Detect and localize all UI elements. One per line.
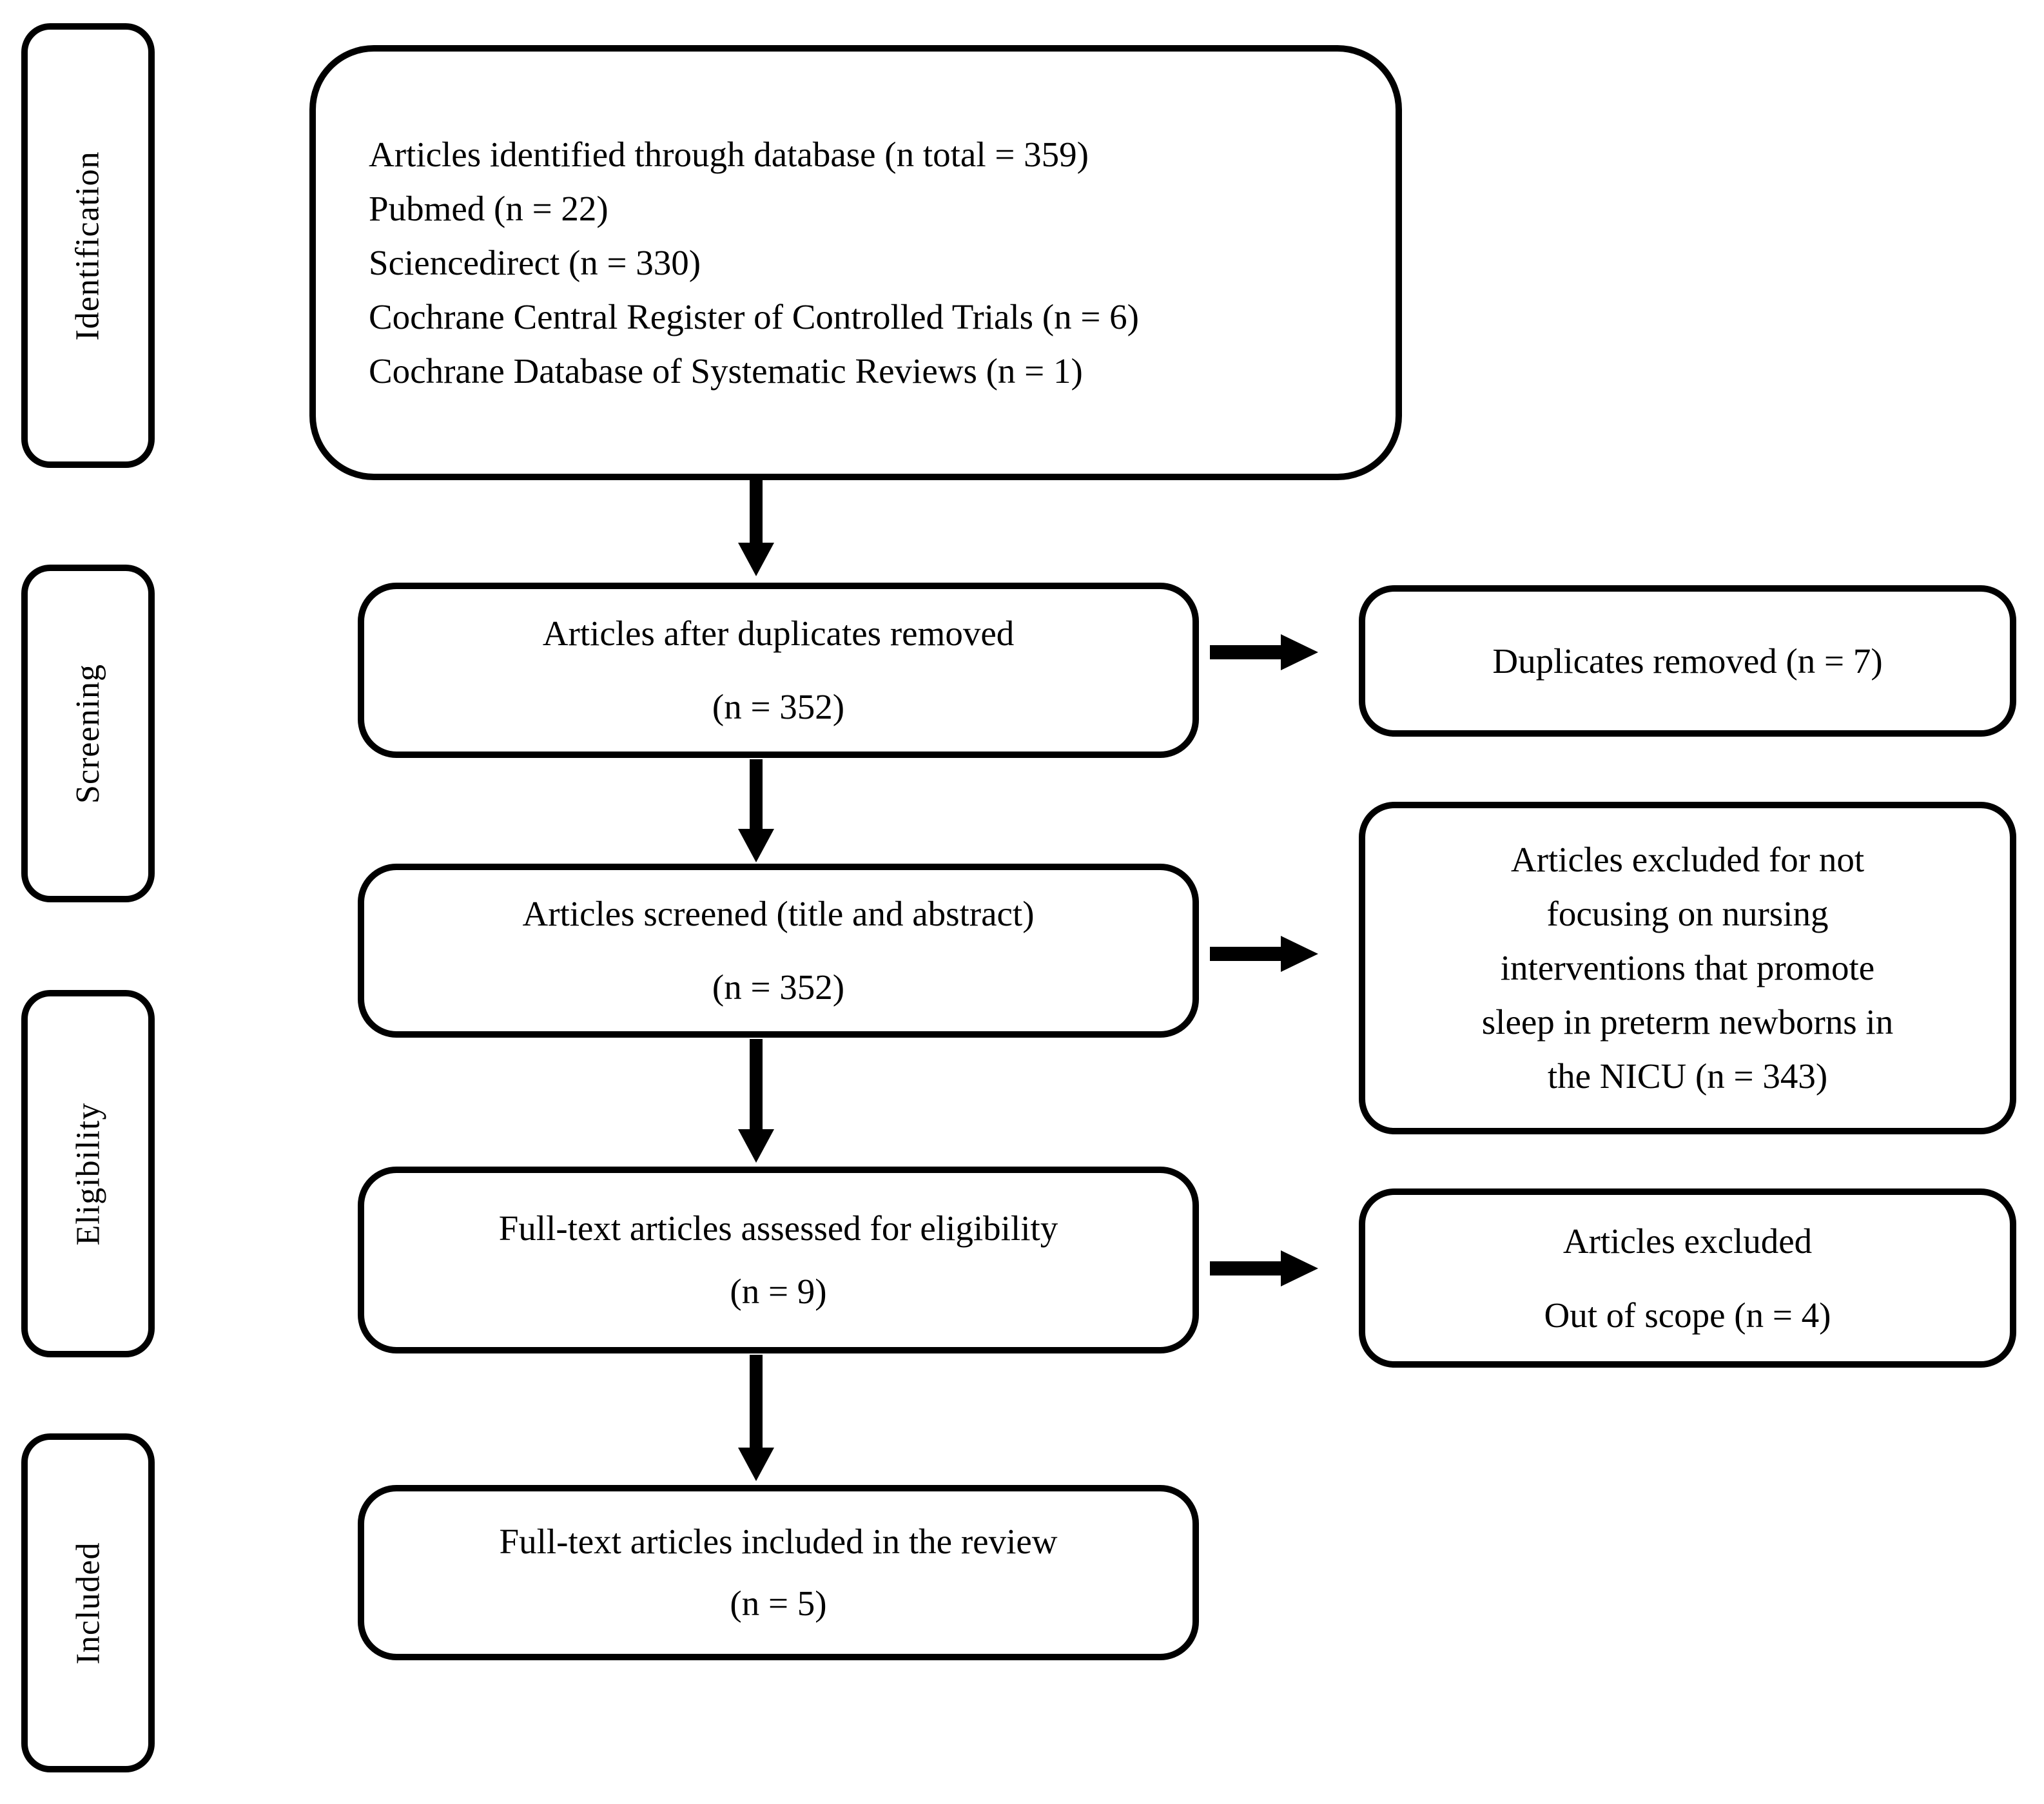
- box-excluded-fulltext: Articles excluded Out of scope (n = 4): [1359, 1188, 2016, 1368]
- arrow-stem: [1210, 1261, 1281, 1275]
- stage-label: Screening: [70, 663, 106, 804]
- box-articles-identified: Articles identified through database (n …: [309, 45, 1402, 480]
- right-arrow-icon: [1210, 634, 1318, 670]
- box-line: Articles excluded for not: [1510, 840, 1865, 879]
- down-arrow-icon: [738, 759, 774, 862]
- box-line: the NICU (n = 343): [1547, 1056, 1828, 1096]
- box-line: focusing on nursing: [1546, 894, 1829, 933]
- right-arrow-icon: [1210, 936, 1318, 972]
- box-line: Cochrane Database of Systematic Reviews …: [369, 351, 1083, 391]
- arrow-stem: [1210, 645, 1281, 659]
- box-line: Cochrane Central Register of Controlled …: [369, 296, 1139, 336]
- box-text: Duplicates removed (n = 7): [1492, 641, 1883, 681]
- arrow-stem: [750, 1039, 763, 1129]
- arrow-head: [1281, 1250, 1318, 1286]
- arrow-head: [738, 1448, 774, 1481]
- box-count: (n = 5): [730, 1584, 827, 1623]
- box-title: Articles screened (title and abstract): [522, 894, 1035, 933]
- arrow-head: [738, 1129, 774, 1163]
- box-duplicates-removed: Duplicates removed (n = 7): [1359, 585, 2016, 737]
- stage-box-identification: Identification: [21, 23, 155, 468]
- stage-box-screening: Screening: [21, 565, 155, 902]
- box-after-duplicates-removed: Articles after duplicates removed (n = 3…: [358, 583, 1199, 758]
- box-line: Pubmed (n = 22): [369, 188, 608, 228]
- down-arrow-icon: [738, 1039, 774, 1163]
- down-arrow-icon: [738, 1355, 774, 1481]
- box-excluded-screening: Articles excluded for not focusing on nu…: [1359, 802, 2016, 1134]
- box-line: sleep in preterm newborns in: [1481, 1002, 1894, 1042]
- arrow-stem: [750, 759, 763, 829]
- arrow-stem: [750, 1355, 763, 1448]
- box-title: Full-text articles assessed for eligibil…: [498, 1208, 1058, 1248]
- arrow-head: [1281, 936, 1318, 972]
- stage-label: Eligibility: [70, 1102, 106, 1245]
- box-title: Articles after duplicates removed: [542, 614, 1015, 653]
- box-count: Out of scope (n = 4): [1544, 1295, 1831, 1335]
- down-arrow-icon: [738, 480, 774, 576]
- stage-label: Included: [70, 1542, 106, 1664]
- stage-box-included: Included: [21, 1433, 155, 1772]
- box-line: interventions that promote: [1500, 948, 1875, 987]
- box-count: (n = 352): [712, 687, 845, 726]
- right-arrow-icon: [1210, 1250, 1318, 1286]
- arrow-head: [738, 543, 774, 576]
- stage-box-eligibility: Eligibility: [21, 990, 155, 1357]
- arrow-head: [738, 829, 774, 862]
- stage-label: Identification: [70, 150, 107, 341]
- box-count: (n = 352): [712, 967, 845, 1007]
- box-line: Sciencedirect (n = 330): [369, 242, 701, 282]
- box-fulltext-included: Full-text articles included in the revie…: [358, 1485, 1199, 1660]
- arrow-head: [1281, 634, 1318, 670]
- box-title: Articles excluded: [1562, 1221, 1813, 1261]
- box-line: Articles identified through database (n …: [369, 134, 1089, 174]
- arrow-stem: [750, 480, 763, 543]
- box-articles-screened: Articles screened (title and abstract) (…: [358, 864, 1199, 1038]
- box-title: Full-text articles included in the revie…: [499, 1522, 1058, 1561]
- box-fulltext-assessed: Full-text articles assessed for eligibil…: [358, 1167, 1199, 1353]
- box-count: (n = 9): [730, 1272, 827, 1311]
- arrow-stem: [1210, 947, 1281, 961]
